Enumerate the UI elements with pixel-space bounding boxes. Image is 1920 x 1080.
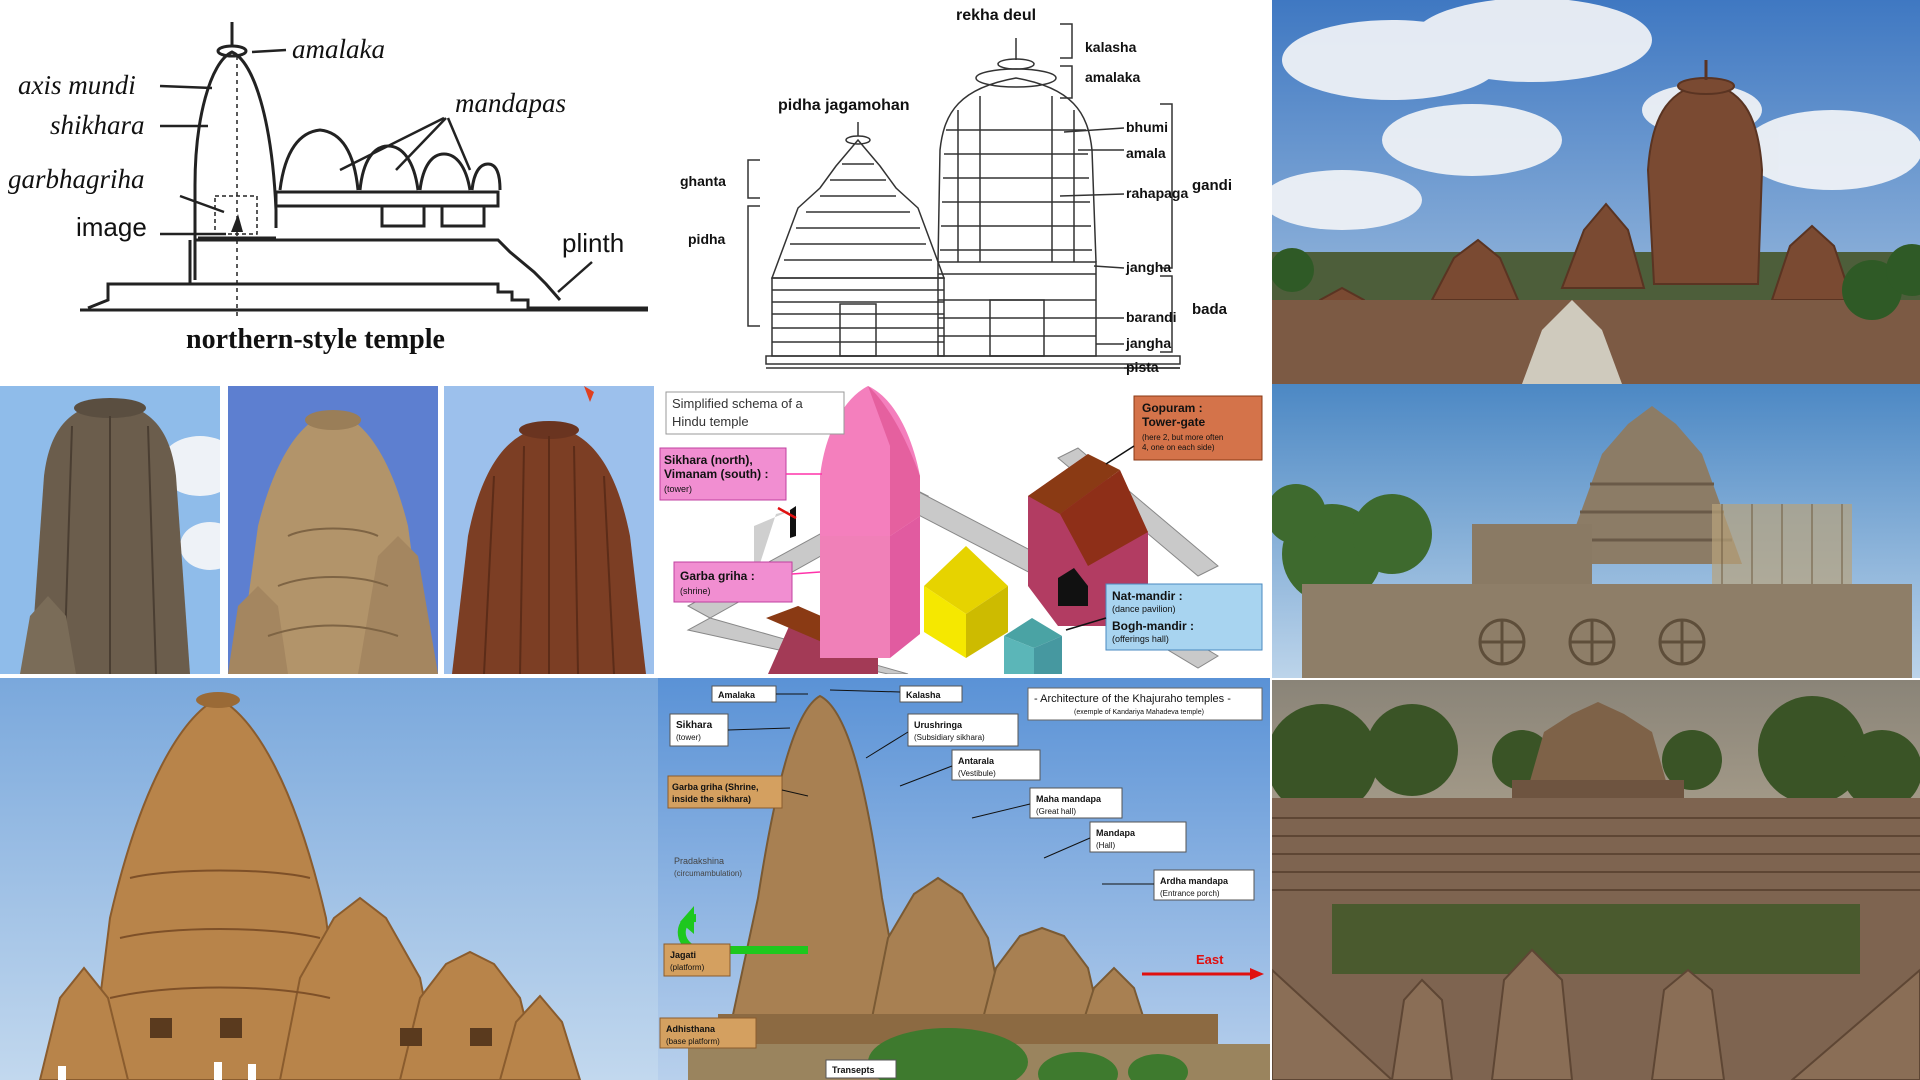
diagram-caption: northern-style temple bbox=[186, 324, 445, 355]
bogh-mandir-note: (offerings hall) bbox=[1112, 634, 1169, 644]
main-tower bbox=[1646, 80, 1764, 285]
label-image: image bbox=[76, 212, 147, 242]
northern-temple-drawing: amalaka axis mundi shikhara garbhagriha … bbox=[8, 22, 648, 355]
kh-label-sikhara-sub: (tower) bbox=[676, 733, 701, 742]
kh-label-adhisthana2: (base platform) bbox=[666, 1037, 720, 1046]
label-garbhagriha: garbhagriha bbox=[8, 164, 145, 194]
label-axis-mundi: axis mundi bbox=[18, 70, 136, 100]
label-ghanta: ghanta bbox=[680, 173, 726, 189]
gopuram-note2: 4, one on each side) bbox=[1142, 443, 1215, 452]
photo-konark-sun-temple bbox=[1272, 384, 1920, 678]
khajuraho-subtitle: (exemple of Kandariya Mahadeva temple) bbox=[1074, 709, 1204, 716]
khajuraho-title: - Architecture of the Khajuraho temples … bbox=[1034, 693, 1231, 705]
odisha-temple-drawing: rekha deul pidha jagamohan ghanta pidha … bbox=[680, 7, 1232, 375]
label-jangha-upper: jangha bbox=[1125, 259, 1171, 275]
kh-label-sikhara: Sikhara bbox=[676, 720, 713, 731]
photo-lingaraj-temple bbox=[1272, 0, 1920, 384]
nat-mandir-label: Nat-mandir : bbox=[1112, 589, 1183, 603]
kh-label-amalaka: Amalaka bbox=[718, 690, 756, 700]
kh-label-mandapa2: (Hall) bbox=[1096, 841, 1115, 850]
gopuram-note1: (here 2, but more often bbox=[1142, 433, 1223, 442]
sikhara-label2: Vimanam (south) : bbox=[664, 467, 768, 481]
gopuram-title: Gopuram : bbox=[1142, 401, 1203, 415]
photo-modhera-stepwell bbox=[1272, 680, 1920, 1080]
photo-tower-odisha bbox=[0, 386, 220, 674]
nat-mandir-note: (dance pavilion) bbox=[1112, 604, 1176, 614]
label-amalaka-od: amalaka bbox=[1085, 69, 1140, 85]
kh-label-pradakshina2: (circumambulation) bbox=[674, 869, 742, 878]
label-gandi: gandi bbox=[1192, 177, 1232, 194]
sikhara-note: (tower) bbox=[664, 484, 692, 494]
label-barandi: barandi bbox=[1126, 309, 1177, 325]
photo-tower-laterite bbox=[444, 386, 654, 674]
kh-label-jagati2: (platform) bbox=[670, 963, 705, 972]
label-amala: amala bbox=[1126, 145, 1166, 161]
kh-label-jagati1: Jagati bbox=[670, 950, 696, 960]
odisha-temple-diagram: rekha deul pidha jagamohan ghanta pidha … bbox=[660, 0, 1270, 384]
kh-label-maha1: Maha mandapa bbox=[1036, 794, 1102, 804]
label-shikhara: shikhara bbox=[50, 110, 145, 140]
kh-label-antarala-sub: (Vestibule) bbox=[958, 769, 996, 778]
simplified-schema-diagram: Simplified schema of a Hindu temple Gopu… bbox=[658, 386, 1270, 674]
kh-label-adhisthana1: Adhisthana bbox=[666, 1024, 716, 1034]
garba-label: Garba griha : bbox=[680, 569, 755, 583]
label-pidha: pidha bbox=[688, 231, 726, 247]
label-kalasha: kalasha bbox=[1085, 39, 1137, 55]
kh-label-garba1: Garba griha (Shrine, bbox=[672, 782, 759, 792]
kh-label-antarala: Antarala bbox=[958, 756, 995, 766]
label-pidha-jagamohan: pidha jagamohan bbox=[778, 97, 910, 114]
kh-label-maha2: (Great hall) bbox=[1036, 807, 1076, 816]
kh-label-east: East bbox=[1196, 952, 1224, 967]
kh-label-urushringa: Urushringa bbox=[914, 720, 963, 730]
kh-label-ardha2: (Entrance porch) bbox=[1160, 889, 1220, 898]
khajuraho-architecture-diagram: - Architecture of the Khajuraho temples … bbox=[658, 678, 1270, 1080]
label-amalaka: amalaka bbox=[292, 34, 385, 64]
label-rahapaga: rahapaga bbox=[1126, 185, 1188, 201]
label-bhumi: bhumi bbox=[1126, 119, 1168, 135]
label-plinth: plinth bbox=[562, 228, 624, 258]
kh-label-transepts: Transepts bbox=[832, 1065, 875, 1075]
northern-temple-diagram: amalaka axis mundi shikhara garbhagriha … bbox=[0, 0, 660, 384]
label-bada: bada bbox=[1192, 301, 1228, 318]
garba-note: (shrine) bbox=[680, 586, 711, 596]
gopuram-right bbox=[1028, 454, 1148, 626]
kh-label-urushringa-sub: (Subsidiary sikhara) bbox=[914, 733, 985, 742]
label-pista: pista bbox=[1126, 359, 1159, 375]
gopuram-subtitle: Tower-gate bbox=[1142, 415, 1205, 429]
label-mandapas: mandapas bbox=[455, 88, 566, 118]
kh-label-ardha1: Ardha mandapa bbox=[1160, 876, 1229, 886]
bogh-mandir-label: Bogh-mandir : bbox=[1112, 619, 1194, 633]
sikhara-label1: Sikhara (north), bbox=[664, 453, 753, 467]
label-rekha-deul: rekha deul bbox=[956, 7, 1036, 24]
kh-label-mandapa1: Mandapa bbox=[1096, 828, 1136, 838]
photo-kandariya-mahadeva bbox=[0, 678, 658, 1080]
photo-tower-khajuraho bbox=[228, 386, 438, 674]
kh-label-pradakshina1: Pradakshina bbox=[674, 856, 724, 866]
schema-title-line1: Simplified schema of a bbox=[672, 396, 804, 411]
kh-label-kalasha: Kalasha bbox=[906, 690, 942, 700]
schema-title-line2: Hindu temple bbox=[672, 414, 749, 429]
kh-label-garba2: inside the sikhara) bbox=[672, 794, 751, 804]
label-jangha-lower: jangha bbox=[1125, 335, 1171, 351]
